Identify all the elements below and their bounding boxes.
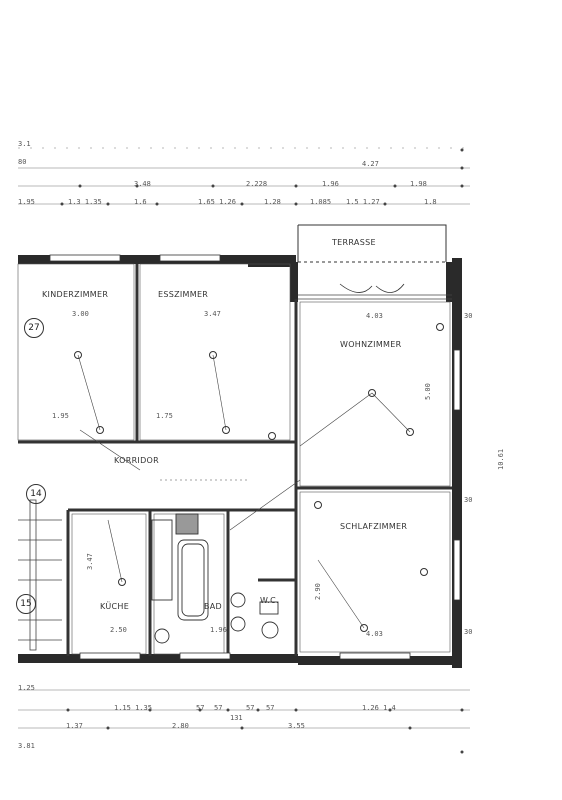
dim-right-side: 10.61 xyxy=(497,448,505,470)
room-label-terrasse: TERRASSE xyxy=(332,238,376,247)
dim-wohnzimmer-h: 5.00 xyxy=(424,383,432,400)
stairwell xyxy=(18,499,62,651)
bottom-ticks xyxy=(66,708,464,754)
room-label-wohnzimmer: WOHNZIMMER xyxy=(340,340,402,349)
dim-top-row1-1: 3.48 xyxy=(134,180,151,188)
dim-schlafzimmer-w: 4.03 xyxy=(366,630,383,638)
dim-kueche-h: 3.47 xyxy=(86,553,94,570)
dimension-ticks xyxy=(60,148,464,206)
dim-top-row2-5: 1.28 xyxy=(264,198,281,206)
dim-left-top-1: 3.1 xyxy=(18,140,31,148)
dim-wohnzimmer-w: 4.03 xyxy=(366,312,383,320)
dim-top-row1-2: 2.228 xyxy=(246,180,268,188)
dim-bottom-row1-7: 1.26 1.4 xyxy=(362,704,396,712)
dim-esszimmer-b: 1.75 xyxy=(156,412,173,420)
dim-bottom-row1-1: 1.25 xyxy=(18,684,35,692)
dim-bottom-row1-2: 1.15 1.35 xyxy=(114,704,152,712)
dim-top-row2-3: 1.6 xyxy=(134,198,147,206)
dim-bottom-row1-3: 57 xyxy=(196,704,205,712)
interior-walls xyxy=(18,264,452,656)
dim-kueche-w: 2.50 xyxy=(110,626,127,634)
dim-lower-note: 131 xyxy=(230,714,243,722)
dim-kinderzimmer-w: 3.00 xyxy=(72,310,89,318)
dim-right-30a: 30 xyxy=(464,312,473,320)
wall-inner-lines xyxy=(17,263,451,655)
dim-top-row1-4: 1.98 xyxy=(410,180,427,188)
dim-top-row2-1: 1.95 xyxy=(18,198,35,206)
dim-top-overall: 4.27 xyxy=(362,160,379,168)
dim-right-30b: 30 xyxy=(464,496,473,504)
room-label-wc: W.C. xyxy=(260,596,279,605)
dimension-lines-bottom xyxy=(18,689,470,729)
dim-top-row2-4: 1.65 1.26 xyxy=(198,198,236,206)
bath-fixtures xyxy=(151,513,279,644)
dim-bottom-row2-3: 3.55 xyxy=(288,722,305,730)
room-label-kinderzimmer: KINDERZIMMER xyxy=(42,290,109,299)
wall-hatching xyxy=(298,294,452,300)
electrical-lines xyxy=(77,354,411,629)
dim-bottom-row1-4: 57 xyxy=(214,704,223,712)
dim-esszimmer-w: 3.47 xyxy=(204,310,221,318)
dim-bottom-row2-1: 1.37 xyxy=(66,722,83,730)
dim-schlafzimmer-h: 2.90 xyxy=(314,583,322,600)
dimension-lines-top xyxy=(18,147,470,205)
light-outlets xyxy=(74,323,444,632)
dim-top-row2-8: 1.8 xyxy=(424,198,437,206)
dim-bottom-row1-6: 57 xyxy=(266,704,275,712)
dim-right-30c: 30 xyxy=(464,628,473,636)
dim-left-top-2: 80 xyxy=(18,158,27,166)
room-label-schlafzimmer: SCHLAFZIMMER xyxy=(340,522,408,531)
dim-top-row2-7: 1.5 1.27 xyxy=(346,198,380,206)
dim-top-row2-2: 1.3 1.35 xyxy=(68,198,102,206)
marker-27: 27 xyxy=(24,318,44,338)
marker-15: 15 xyxy=(16,594,36,614)
room-label-korridor: KORRIDOR xyxy=(114,456,159,465)
terrasse xyxy=(297,224,447,293)
dim-bottom-row1-5: 57 xyxy=(246,704,255,712)
marker-14: 14 xyxy=(26,484,46,504)
dim-kinderzimmer-b: 1.95 xyxy=(52,412,69,420)
dim-bottom-left: 3.81 xyxy=(18,742,35,750)
room-label-kueche: KÜCHE xyxy=(100,602,130,611)
dim-bad-w: 1.96 xyxy=(210,626,227,634)
dim-bottom-row2-2: 2.80 xyxy=(172,722,189,730)
room-label-bad: BAD xyxy=(204,602,223,611)
room-label-esszimmer: ESSZIMMER xyxy=(158,290,209,299)
dim-top-row1-3: 1.96 xyxy=(322,180,339,188)
windows xyxy=(49,254,461,660)
dim-top-row2-6: 1.085 xyxy=(310,198,332,206)
